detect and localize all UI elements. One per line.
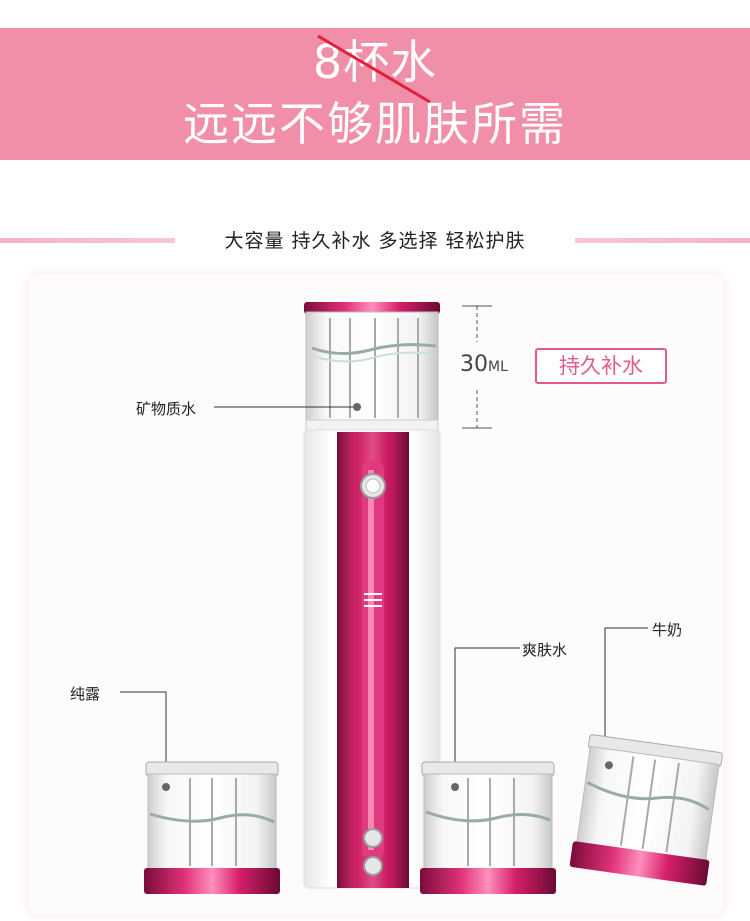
container-toner bbox=[420, 761, 556, 894]
leader-lines bbox=[120, 406, 648, 785]
tagline-decor bbox=[0, 232, 750, 250]
strikethrough-mark bbox=[317, 34, 431, 104]
main-bottle bbox=[303, 302, 441, 889]
headline-line2: 远远不够肌肤所需 bbox=[183, 97, 567, 151]
container-milk bbox=[569, 734, 723, 886]
hydration-badge: 持久补水 bbox=[535, 348, 667, 384]
container-pure-dew bbox=[144, 761, 280, 894]
label-pure-dew: 纯露 bbox=[70, 685, 101, 703]
capacity-value: 30 bbox=[460, 352, 488, 377]
label-milk: 牛奶 bbox=[652, 621, 683, 639]
label-mineral-water: 矿物质水 bbox=[136, 400, 197, 418]
tagline: 大容量 持久补水 多选择 轻松护肤 bbox=[224, 230, 526, 252]
capacity-unit: ML bbox=[488, 359, 508, 375]
capacity-dimension bbox=[462, 305, 492, 429]
capacity-readout: 30ML bbox=[460, 352, 508, 377]
headline-banner: 8杯水 远远不够肌肤所需 bbox=[0, 28, 750, 160]
label-toner: 爽肤水 bbox=[522, 641, 568, 659]
